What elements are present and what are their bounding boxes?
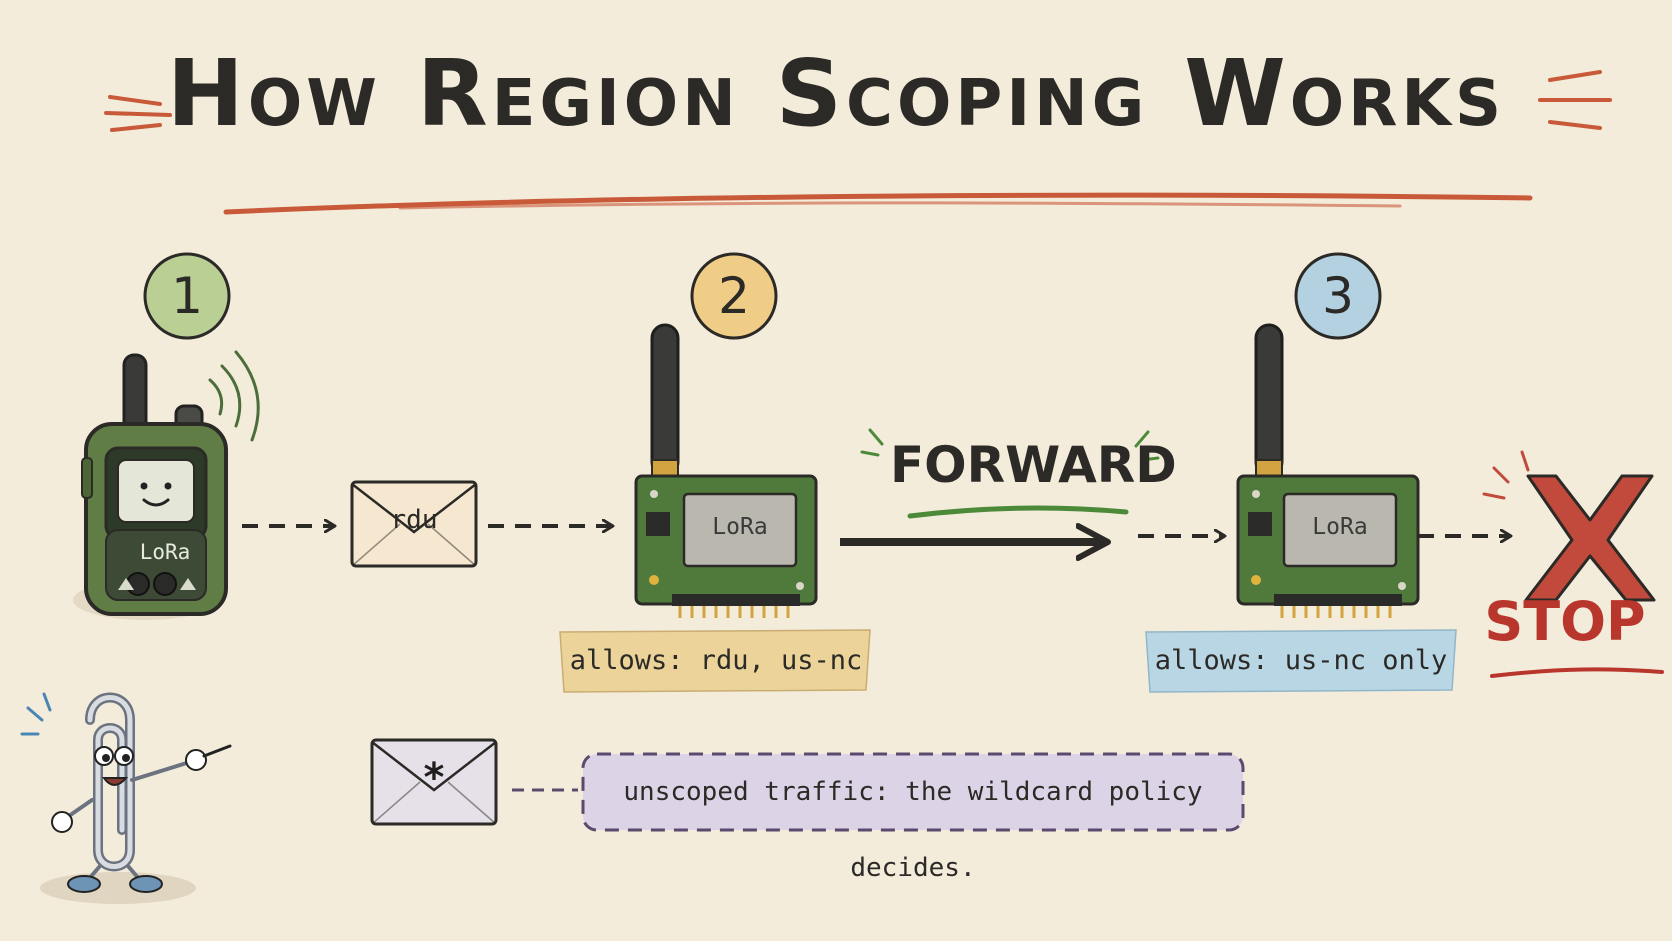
node-2-allows: allows: rdu, us-nc	[569, 645, 863, 676]
step-3-number: 3	[1322, 267, 1354, 325]
forward-decoration	[860, 428, 1160, 519]
envelope-icon	[350, 480, 478, 568]
device-label: LoRa	[139, 540, 191, 564]
step-1-number: 1	[171, 267, 203, 325]
stop-x-icon	[1482, 450, 1664, 678]
forward-label: FORWARD	[890, 436, 1177, 494]
node-3-chip-label: LoRa	[1312, 514, 1368, 540]
step-1-badge	[143, 252, 231, 340]
wildcard-note-box	[581, 752, 1245, 832]
page-title: How Region Scoping Works	[166, 40, 1506, 147]
paperclip-mascot-icon	[20, 692, 232, 904]
node-2-chip-label: LoRa	[712, 514, 768, 540]
node-3-tape	[1145, 629, 1457, 693]
wildcard-symbol: *	[423, 755, 445, 801]
node-3-allows: allows: us-nc only	[1154, 645, 1448, 676]
step-2-number: 2	[718, 267, 750, 325]
step-2-badge	[690, 252, 778, 340]
lora-board-3-icon	[1236, 323, 1420, 618]
wildcard-envelope-icon	[370, 738, 498, 826]
node-2-tape	[559, 629, 871, 693]
walkie-talkie-icon	[73, 350, 260, 620]
lora-board-2-icon	[634, 323, 818, 618]
title-decoration	[104, 70, 1612, 215]
step-3-badge	[1294, 252, 1382, 340]
wildcard-note: unscoped traffic: the wildcard policy de…	[623, 777, 1203, 883]
stop-label: STOP	[1484, 590, 1646, 653]
envelope-label: rdu	[390, 505, 438, 535]
